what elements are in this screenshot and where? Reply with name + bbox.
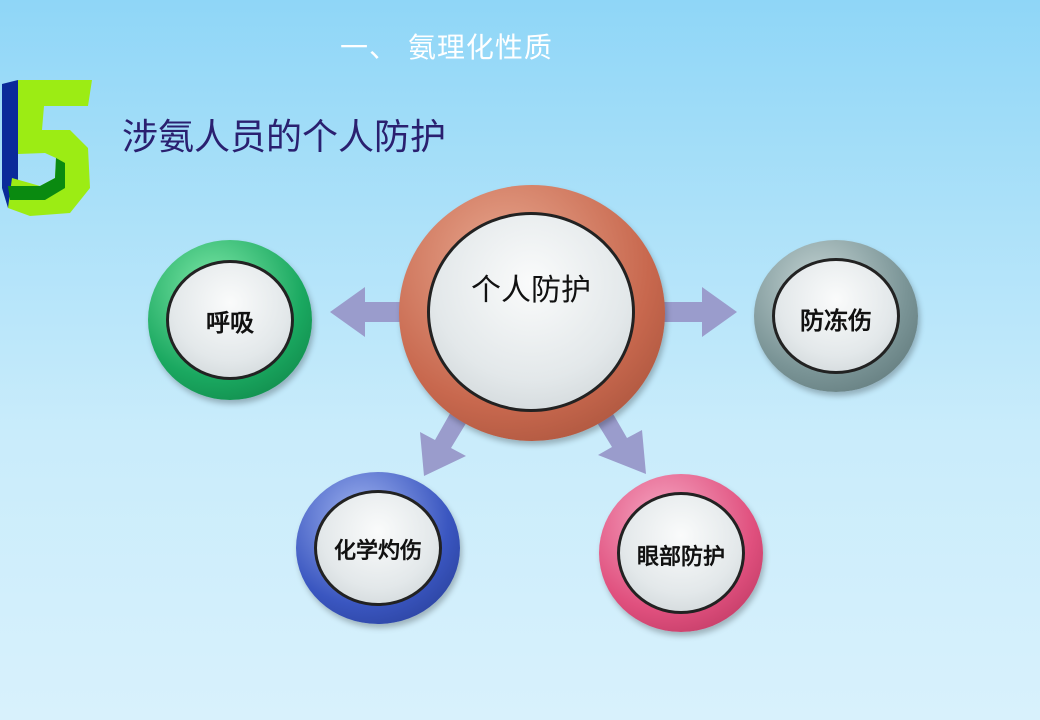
node-breathing[interactable]: 呼吸 <box>148 240 312 400</box>
center-node[interactable]: 个人防护 <box>399 185 665 441</box>
node-eye-protection[interactable]: 眼部防护 <box>599 474 763 632</box>
arrow-down-right-icon <box>596 412 646 474</box>
section-header: 一、 氨理化性质 <box>340 31 553 64</box>
node-frostbite[interactable]: 防冻伤 <box>754 240 918 392</box>
number-five-logo: 5 <box>2 80 92 216</box>
arrow-right-icon <box>662 287 737 337</box>
arrow-left-icon <box>330 287 405 337</box>
node-chemical-burn[interactable]: 化学灼伤 <box>296 472 460 624</box>
arrow-down-left-icon <box>420 410 468 476</box>
slide-title: 涉氨人员的个人防护 <box>122 117 447 158</box>
